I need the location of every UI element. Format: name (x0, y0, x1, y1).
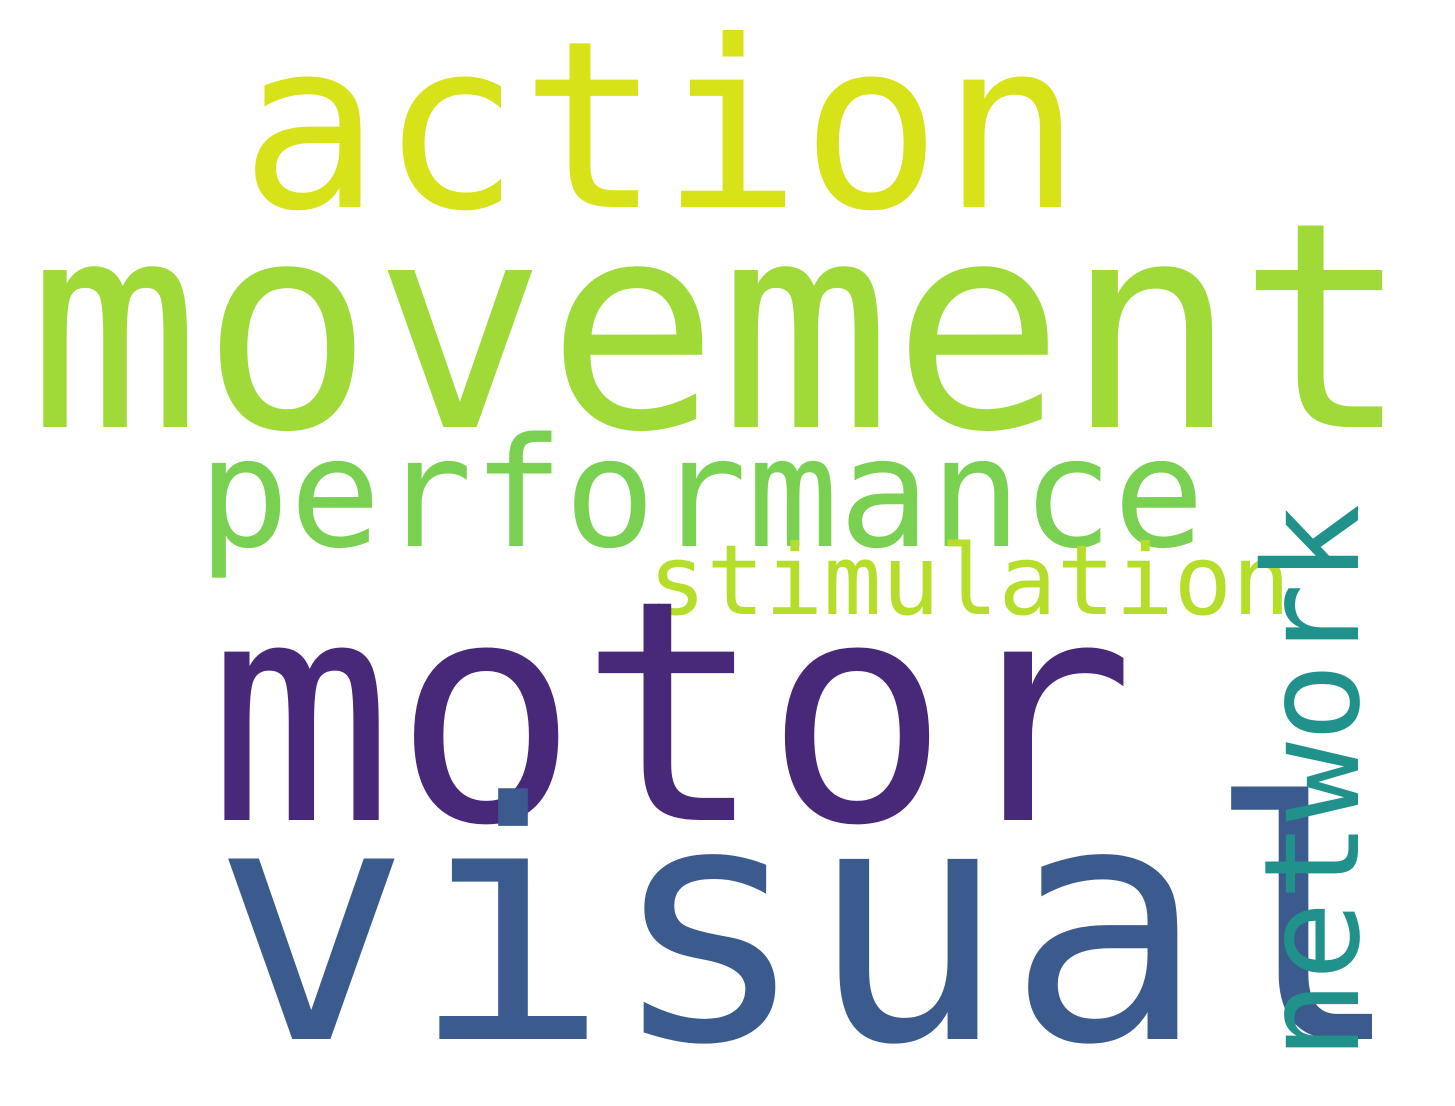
word-performance: performance (198, 405, 1205, 582)
word-stimulation: stimulation (648, 524, 1291, 637)
word-action: action (240, 0, 1082, 262)
word-motor: motor (208, 534, 1136, 893)
word-movement: movement (28, 161, 1411, 495)
word-network: network (1236, 503, 1390, 1060)
word-visual: visual (212, 733, 1405, 1106)
